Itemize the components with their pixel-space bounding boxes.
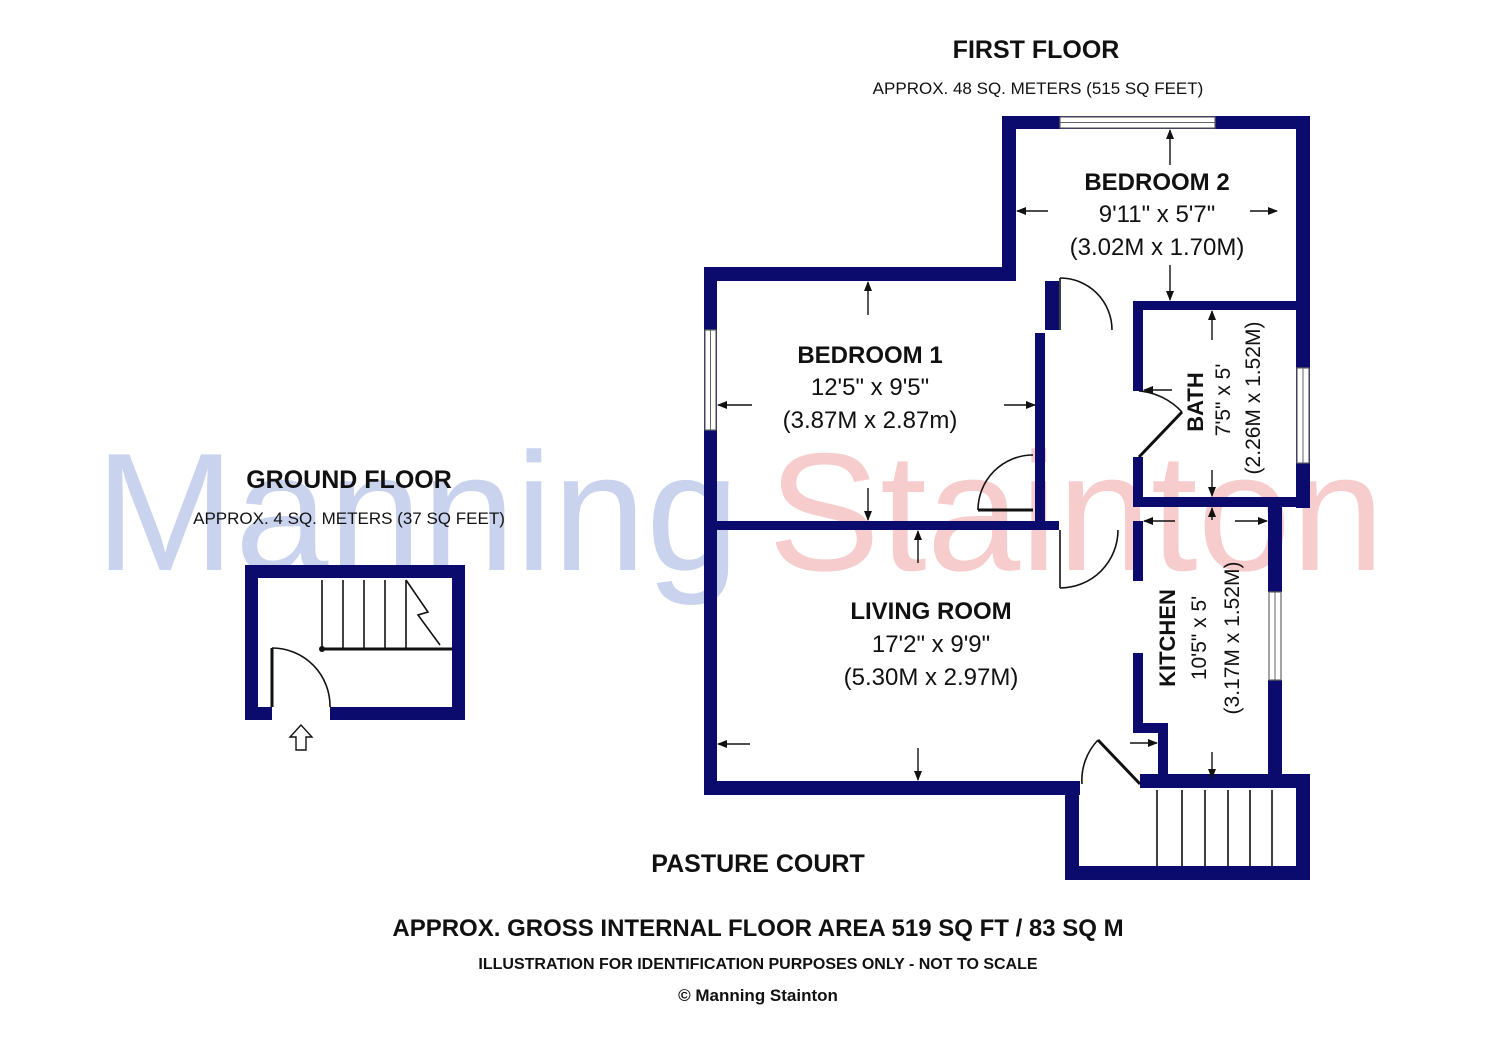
kitchen-metric: (3.17M x 1.52M) (1221, 562, 1244, 715)
entrance-arrow-icon (288, 723, 314, 751)
ground-floor-plan (245, 565, 465, 751)
bedroom1-metric: (3.87M x 2.87m) (783, 407, 958, 434)
bath-imperial: 7'5" x 5' (1212, 364, 1235, 437)
copyright: © Manning Stainton (678, 986, 838, 1005)
kitchen-imperial-group: 10'5" x 5' (1188, 596, 1211, 680)
bath-imperial-group: 7'5" x 5' (1212, 364, 1235, 437)
first-floor-stairs (1156, 790, 1273, 866)
living-room-metric: (5.30M x 2.97M) (844, 664, 1019, 691)
watermark-stainton: Stainton (768, 418, 1384, 606)
bedroom2-metric: (3.02M x 1.70M) (1070, 234, 1245, 261)
bedroom2-name: BEDROOM 2 (1084, 169, 1229, 196)
bedroom2-imperial: 9'11" x 5'7" (1099, 201, 1216, 228)
doors (977, 277, 1184, 786)
bedroom1-imperial: 12'5" x 9'5" (811, 374, 929, 401)
ground-floor-area: APPROX. 4 SQ. METERS (37 SQ FEET) (193, 509, 505, 528)
first-floor-title: FIRST FLOOR (953, 36, 1120, 64)
living-room-imperial: 17'2" x 9'9" (872, 631, 990, 658)
kitchen-imperial: 10'5" x 5' (1188, 596, 1211, 680)
bedroom1-name: BEDROOM 1 (797, 342, 942, 369)
bath-label: BATH (1183, 372, 1208, 431)
address-label: PASTURE COURT (651, 850, 864, 878)
gross-area: APPROX. GROSS INTERNAL FLOOR AREA 519 SQ… (392, 915, 1123, 942)
dimension-arrows (717, 129, 1278, 781)
kitchen-name-group: KITCHEN (1155, 589, 1180, 687)
bath-metric-group: (2.26M x 1.52M) (1242, 322, 1265, 475)
ground-floor-title: GROUND FLOOR (246, 466, 452, 494)
windows (704, 116, 1310, 681)
first-floor-area: APPROX. 48 SQ. METERS (515 SQ FEET) (873, 79, 1204, 98)
living-room-name: LIVING ROOM (850, 598, 1011, 625)
kitchen-metric-group: (3.17M x 1.52M) (1221, 562, 1244, 715)
kitchen-name: KITCHEN (1155, 589, 1180, 687)
disclaimer: ILLUSTRATION FOR IDENTIFICATION PURPOSES… (478, 956, 1037, 973)
bath-name: BATH (1183, 372, 1208, 431)
bath-metric: (2.26M x 1.52M) (1242, 322, 1265, 475)
